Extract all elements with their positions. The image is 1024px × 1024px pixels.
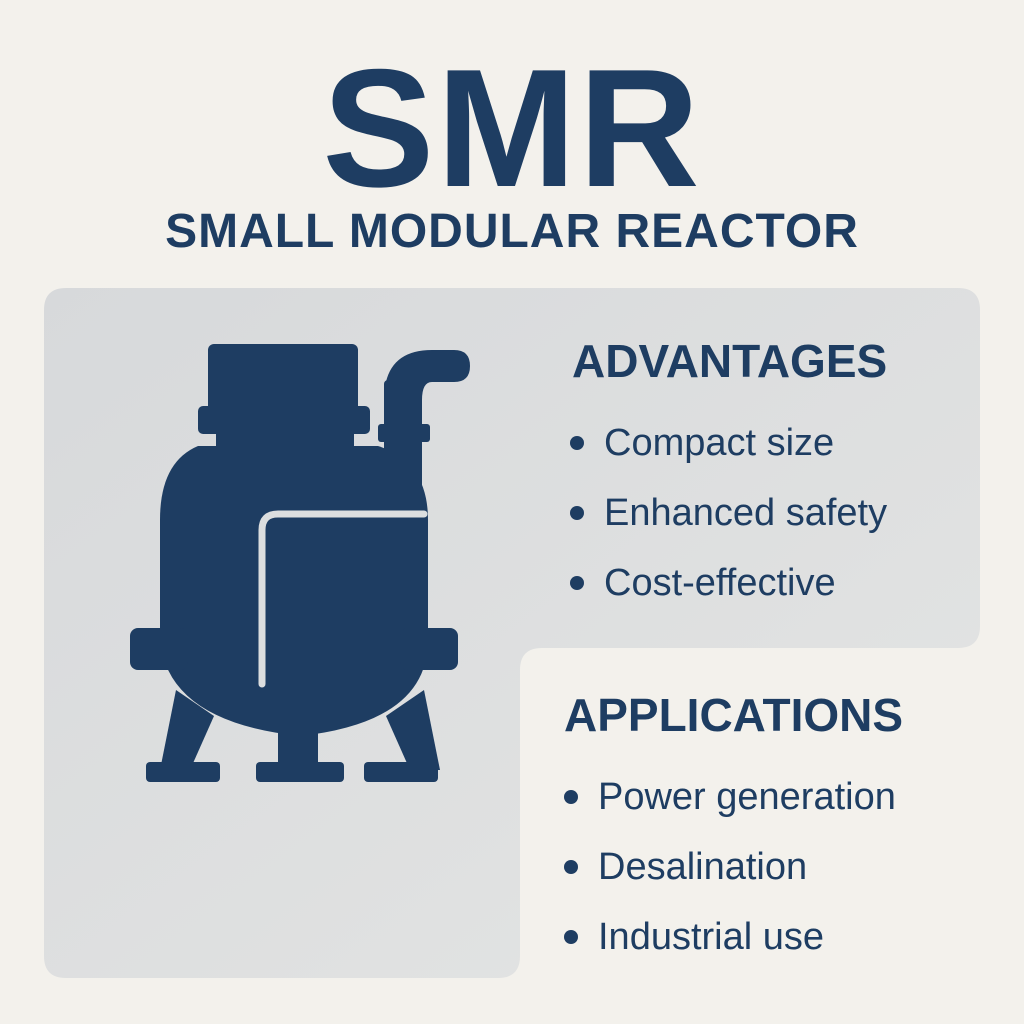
- bullet-icon: [570, 576, 584, 590]
- list-item: Industrial use: [564, 902, 896, 972]
- advantage-label: Cost-effective: [604, 562, 836, 604]
- advantages-heading: ADVANTAGES: [572, 335, 888, 387]
- bullet-icon: [564, 860, 578, 874]
- list-item: Desalination: [564, 832, 896, 902]
- page-subtitle: SMALL MODULAR REACTOR: [165, 205, 859, 258]
- bullet-icon: [564, 930, 578, 944]
- bullet-icon: [570, 436, 584, 450]
- bullet-icon: [564, 790, 578, 804]
- applications-heading: APPLICATIONS: [564, 689, 904, 741]
- reactor-vessel-icon: [130, 344, 470, 782]
- advantages-list: Compact size Enhanced safety Cost-effect…: [570, 408, 887, 618]
- application-label: Power generation: [598, 776, 896, 818]
- list-item: Power generation: [564, 762, 896, 832]
- list-item: Compact size: [570, 408, 887, 478]
- application-label: Industrial use: [598, 916, 825, 958]
- advantage-label: Enhanced safety: [604, 492, 888, 534]
- advantage-label: Compact size: [604, 422, 835, 464]
- list-item: Enhanced safety: [570, 478, 887, 548]
- applications-list: Power generation Desalination Industrial…: [564, 762, 896, 972]
- page-title: SMR: [322, 34, 702, 222]
- application-label: Desalination: [598, 846, 808, 888]
- bullet-icon: [570, 506, 584, 520]
- list-item: Cost-effective: [570, 548, 887, 618]
